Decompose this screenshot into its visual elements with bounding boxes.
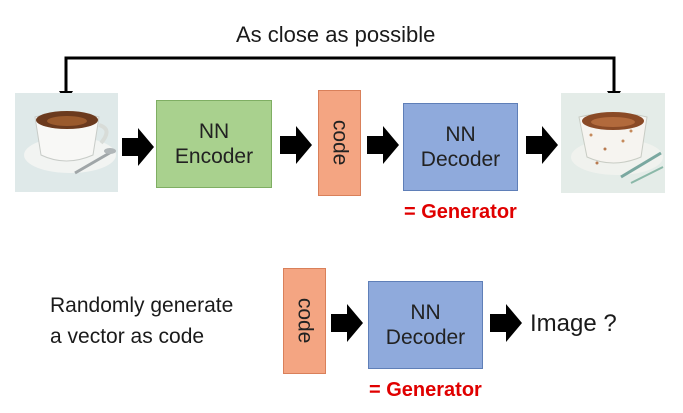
arrow-right-icon — [367, 126, 399, 164]
arrow-right-icon — [490, 304, 522, 342]
random-vector-text-line-2: a vector as code — [50, 325, 205, 348]
generator-label: = Generator — [404, 201, 517, 223]
arrow-right-icon — [280, 126, 312, 164]
output-image-label: Image ? — [530, 310, 617, 337]
arrow-right-icon — [331, 304, 363, 342]
code-box-bottom: code — [283, 268, 326, 374]
decoder-label-decoder: Decoder — [385, 326, 466, 349]
encoder-label-encoder: Encoder — [174, 145, 254, 168]
decoder-label-nn: NN — [410, 300, 441, 324]
nn-decoder-box: NN Decoder — [403, 103, 518, 191]
decoder-label-decoder: Decoder — [420, 148, 501, 171]
nn-encoder-box: NN Encoder — [156, 100, 272, 188]
loop-label: As close as possible — [236, 22, 436, 47]
arrow-right-icon — [122, 128, 154, 166]
code-label: code — [293, 298, 317, 344]
output-coffee-image — [561, 93, 665, 193]
random-vector-text-line-1: Randomly generate — [50, 294, 234, 317]
input-coffee-image — [15, 93, 118, 192]
code-label: code — [328, 120, 352, 166]
generator-label-bottom: = Generator — [369, 379, 482, 401]
decoder-label-nn: NN — [445, 122, 476, 146]
nn-decoder-box-bottom: NN Decoder — [368, 281, 483, 369]
arrow-right-icon — [526, 126, 558, 164]
encoder-label-nn: NN — [198, 119, 230, 143]
code-box: code — [318, 90, 361, 196]
